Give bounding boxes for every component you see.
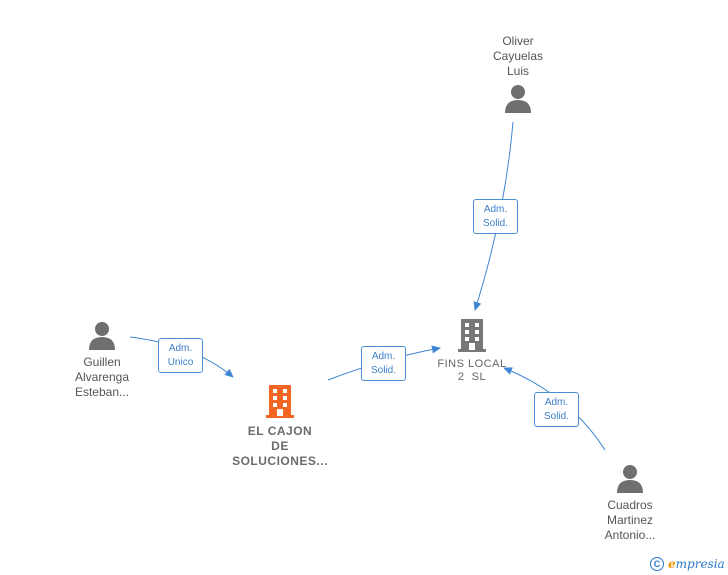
person-name: Guillen Alvarenga Esteban... [74, 355, 130, 399]
role-label-oliver[interactable]: Adm. Solid. [473, 199, 518, 234]
person-name: Cuadros Martinez Antonio... [604, 498, 656, 542]
company-name: EL CAJON DE SOLUCIONES... [232, 424, 328, 468]
building-icon [458, 319, 486, 352]
role-label-guillen[interactable]: Adm. Unico [158, 338, 203, 373]
person-node-guillen[interactable]: Guillen Alvarenga Esteban... [54, 320, 150, 400]
person-node-cuadros[interactable]: Cuadros Martinez Antonio... [582, 463, 678, 543]
brand-name: empresia [668, 557, 725, 571]
company-node-el-cajon[interactable]: EL CAJON DE SOLUCIONES... [225, 384, 335, 469]
company-node-fins-local[interactable]: FINS LOCAL 2 SL [427, 318, 517, 384]
person-icon [617, 465, 643, 493]
person-icon [89, 322, 115, 350]
person-name: Oliver Cayuelas Luis [492, 34, 544, 78]
copyright-icon: C [650, 557, 664, 571]
brand-watermark[interactable]: C empresia [650, 555, 725, 573]
company-name: FINS LOCAL 2 SL [437, 358, 507, 383]
building-icon [266, 385, 294, 418]
role-label-cuadros[interactable]: Adm. Solid. [534, 392, 579, 427]
person-node-oliver[interactable]: Oliver Cayuelas Luis [470, 34, 566, 113]
person-icon [505, 85, 531, 113]
role-label-el-cajon[interactable]: Adm. Solid. [361, 346, 406, 381]
